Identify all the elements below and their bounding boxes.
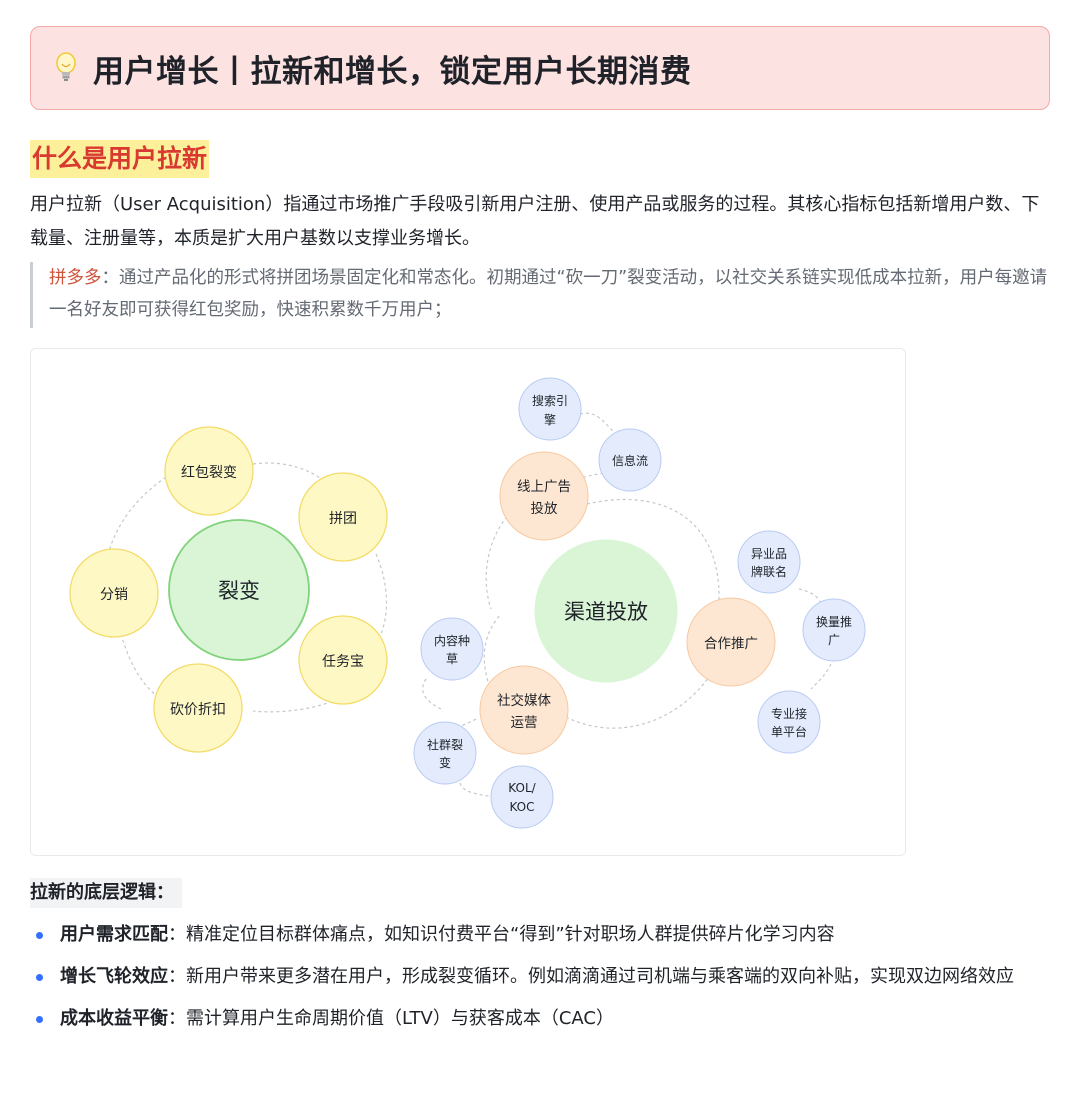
node-kol-koc xyxy=(490,765,554,829)
list-item: 增长飞轮效应：新用户带来更多潜在用户，形成裂变循环。例如滴滴通过司机端与乘客端的… xyxy=(30,960,1048,994)
node-label-social-media-line2: 运营 xyxy=(511,715,538,731)
connector-fission-ring-3 xyxy=(375,553,388,635)
list-item-separator: ： xyxy=(168,924,186,945)
node-label-task-treasure: 任务宝 xyxy=(322,654,364,670)
connector-content-social xyxy=(422,678,442,710)
list-item-title: 增长飞轮效应 xyxy=(60,966,168,987)
node-label-traffic-swap-line1: 换量推 xyxy=(816,615,852,629)
node-group-buy xyxy=(298,472,388,562)
node-task-treasure xyxy=(298,615,388,705)
list-item-title: 成本收益平衡 xyxy=(60,1008,168,1029)
quote-separator: ： xyxy=(101,268,120,288)
node-label-fission-center: 裂变 xyxy=(218,579,260,603)
node-bargain-discount xyxy=(153,663,243,753)
list-item: 成本收益平衡：需计算用户生命周期价值（LTV）与获客成本（CAC） xyxy=(30,1002,1048,1036)
logic-heading: 拉新的底层逻辑： xyxy=(30,878,182,908)
node-label-bargain-discount: 砍价折扣 xyxy=(170,702,226,718)
bullet-dot-icon xyxy=(36,974,43,981)
connector-community-kol xyxy=(459,776,490,797)
connector-fission-ring-5 xyxy=(120,633,162,700)
node-content-seeding xyxy=(420,617,484,681)
node-label-search-engine-line1: 搜索引 xyxy=(532,393,568,408)
quote-block: 拼多多：通过产品化的形式将拼团场景固定化和常态化。初期通过“砍一刀”裂变活动，以… xyxy=(30,262,1048,328)
node-label-search-engine-line2: 擎 xyxy=(544,412,556,427)
quote-body: 通过产品化的形式将拼团场景固定化和常态化。初期通过“砍一刀”裂变活动，以社交关系… xyxy=(49,268,1048,320)
node-label-content-seeding-line2: 草 xyxy=(446,652,458,666)
node-label-distribution: 分销 xyxy=(100,587,128,603)
connector-channel-ring-3 xyxy=(565,673,712,729)
node-fission-center xyxy=(168,519,310,661)
node-label-kol-koc-line2: KOC xyxy=(509,800,534,814)
node-label-order-platform-line2: 单平台 xyxy=(771,724,807,739)
list-item-text: 新用户带来更多潜在用户，形成裂变循环。例如滴滴通过司机端与乘客端的双向补贴，实现… xyxy=(186,966,1014,987)
node-label-content-seeding-line1: 内容种 xyxy=(434,633,470,648)
node-label-channel-center: 渠道投放 xyxy=(564,600,648,624)
bullet-dot-icon xyxy=(36,1016,43,1023)
node-label-online-ads-line2: 投放 xyxy=(531,501,559,517)
list-item-separator: ： xyxy=(168,966,186,987)
node-label-kol-koc-line1: KOL/ xyxy=(508,781,536,795)
list-item-text: 精准定位目标群体痛点，如知识付费平台“得到”针对职场人群提供碎片化学习内容 xyxy=(186,924,835,945)
header-banner: 用户增长丨拉新和增长，锁定用户长期消费 xyxy=(30,26,1050,110)
node-community-fission xyxy=(413,721,477,785)
fission-cluster: 红包裂变 拼团 任务宝 砍价折扣 分销 裂变 xyxy=(69,426,388,753)
bullet-dot-icon xyxy=(36,932,43,939)
diagram-canvas: 红包裂变 拼团 任务宝 砍价折扣 分销 裂变 渠道投放 线上广告 投放 合作推广… xyxy=(69,377,866,829)
node-label-traffic-swap-line2: 广 xyxy=(828,633,840,647)
section-heading: 什么是用户拉新 xyxy=(30,140,210,178)
list-item: 用户需求匹配：精准定位目标群体痛点，如知识付费平台“得到”针对职场人群提供碎片化… xyxy=(30,918,1048,952)
quote-text: 拼多多：通过产品化的形式将拼团场景固定化和常态化。初期通过“砍一刀”裂变活动，以… xyxy=(49,262,1048,326)
node-label-community-fission-line2: 变 xyxy=(439,755,451,770)
node-label-social-media-line1: 社交媒体 xyxy=(497,692,551,709)
node-online-ads xyxy=(499,451,589,541)
channel-cluster: 渠道投放 线上广告 投放 合作推广 社交媒体 运营 搜索引 擎 信息流 异业品 … xyxy=(413,377,866,829)
node-channel-center xyxy=(534,539,678,683)
list-item-text: 需计算用户生命周期价值（LTV）与获客成本（CAC） xyxy=(186,1008,614,1029)
node-label-red-packet-fission: 红包裂变 xyxy=(181,465,237,481)
node-info-feed xyxy=(598,428,662,492)
mind-map-diagram: 红包裂变 拼团 任务宝 砍价折扣 分销 裂变 渠道投放 线上广告 投放 合作推广… xyxy=(30,348,906,856)
node-label-partnership: 合作推广 xyxy=(704,636,758,652)
node-order-platform xyxy=(757,690,821,754)
node-label-group-buy: 拼团 xyxy=(329,511,357,527)
connector-swap-platform xyxy=(810,663,832,690)
node-label-order-platform-line1: 专业接 xyxy=(771,706,807,721)
connector-channel-ring-1 xyxy=(485,511,512,610)
page-title: 用户增长丨拉新和增长，锁定用户长期消费 xyxy=(93,53,692,90)
list-item-title: 用户需求匹配 xyxy=(60,924,168,945)
node-distribution xyxy=(69,548,159,638)
quote-label: 拼多多 xyxy=(49,268,102,288)
node-search-engine xyxy=(518,377,582,441)
list-item-separator: ： xyxy=(168,1008,186,1029)
node-traffic-swap xyxy=(802,598,866,662)
connector-channel-ring-2 xyxy=(586,498,720,602)
node-social-media xyxy=(479,665,569,755)
node-label-cross-brand-line2: 牌联名 xyxy=(751,564,787,579)
node-label-community-fission-line1: 社群裂 xyxy=(427,737,463,752)
node-label-info-feed: 信息流 xyxy=(612,453,648,468)
node-label-cross-brand-line1: 异业品 xyxy=(751,547,787,561)
node-cross-brand xyxy=(737,530,801,594)
logic-list: 用户需求匹配：精准定位目标群体痛点，如知识付费平台“得到”针对职场人群提供碎片化… xyxy=(30,918,1048,1044)
connector-search-feed xyxy=(579,412,624,440)
node-red-packet-fission xyxy=(164,426,254,516)
node-label-online-ads-line1: 线上广告 xyxy=(517,479,571,495)
intro-paragraph: 用户拉新（User Acquisition）指通过市场推广手段吸引新用户注册、使… xyxy=(30,194,1040,249)
lightbulb-icon xyxy=(56,52,76,81)
node-partnership xyxy=(686,597,776,687)
